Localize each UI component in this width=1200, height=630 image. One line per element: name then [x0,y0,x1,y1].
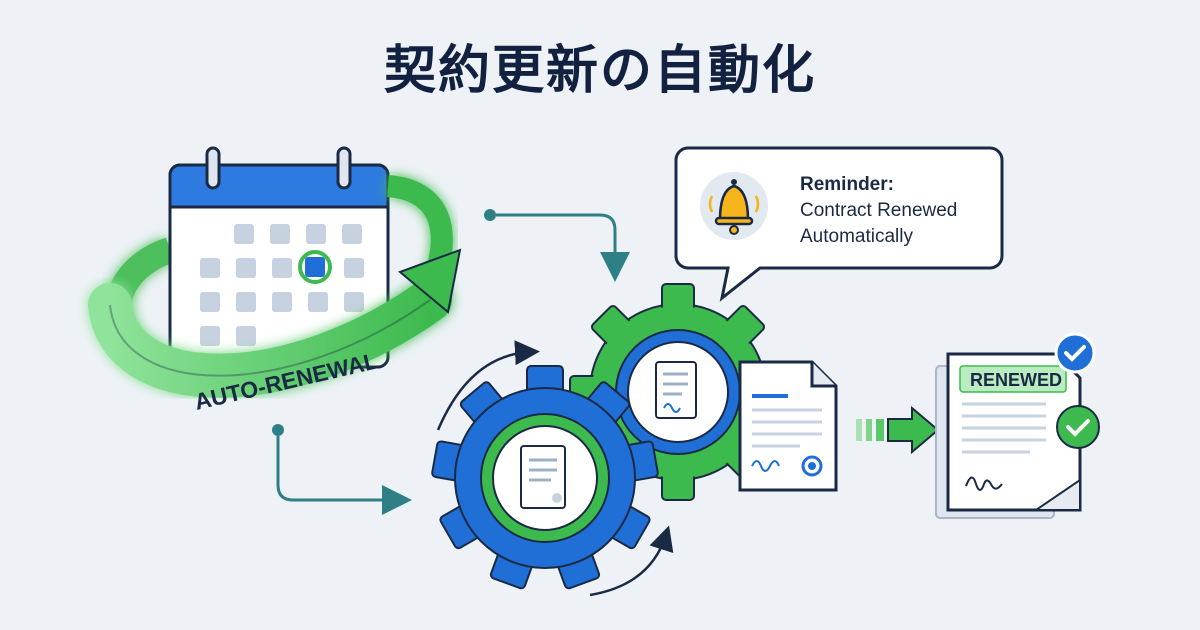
renewed-stamp: RENEWED [970,370,1062,390]
check-icon-blue [1054,332,1096,374]
bell-icon [708,179,760,235]
progress-arrow-icon [856,405,940,455]
renewed-document-icon: RENEWED [935,352,1082,519]
green-gear-icon [569,283,787,501]
flow-arrow-bottom [272,424,412,515]
reminder-bubble [674,146,1004,302]
calendar-icon [105,146,390,372]
reminder-text: Reminder: Contract Renewed Automatically [800,172,1000,250]
contract-document-icon [738,360,838,492]
flow-arrow-top [484,209,630,282]
page-title: 契約更新の自動化 [383,41,816,101]
reminder-line-2: Automatically [800,226,913,247]
reminder-line-1: Contract Renewed [800,200,958,221]
rotation-arrow-bottom [589,525,674,597]
check-icon-green [1056,405,1100,449]
rotation-arrow-top [436,340,540,431]
reminder-title: Reminder: [800,174,894,195]
blue-gear-icon [431,365,659,590]
